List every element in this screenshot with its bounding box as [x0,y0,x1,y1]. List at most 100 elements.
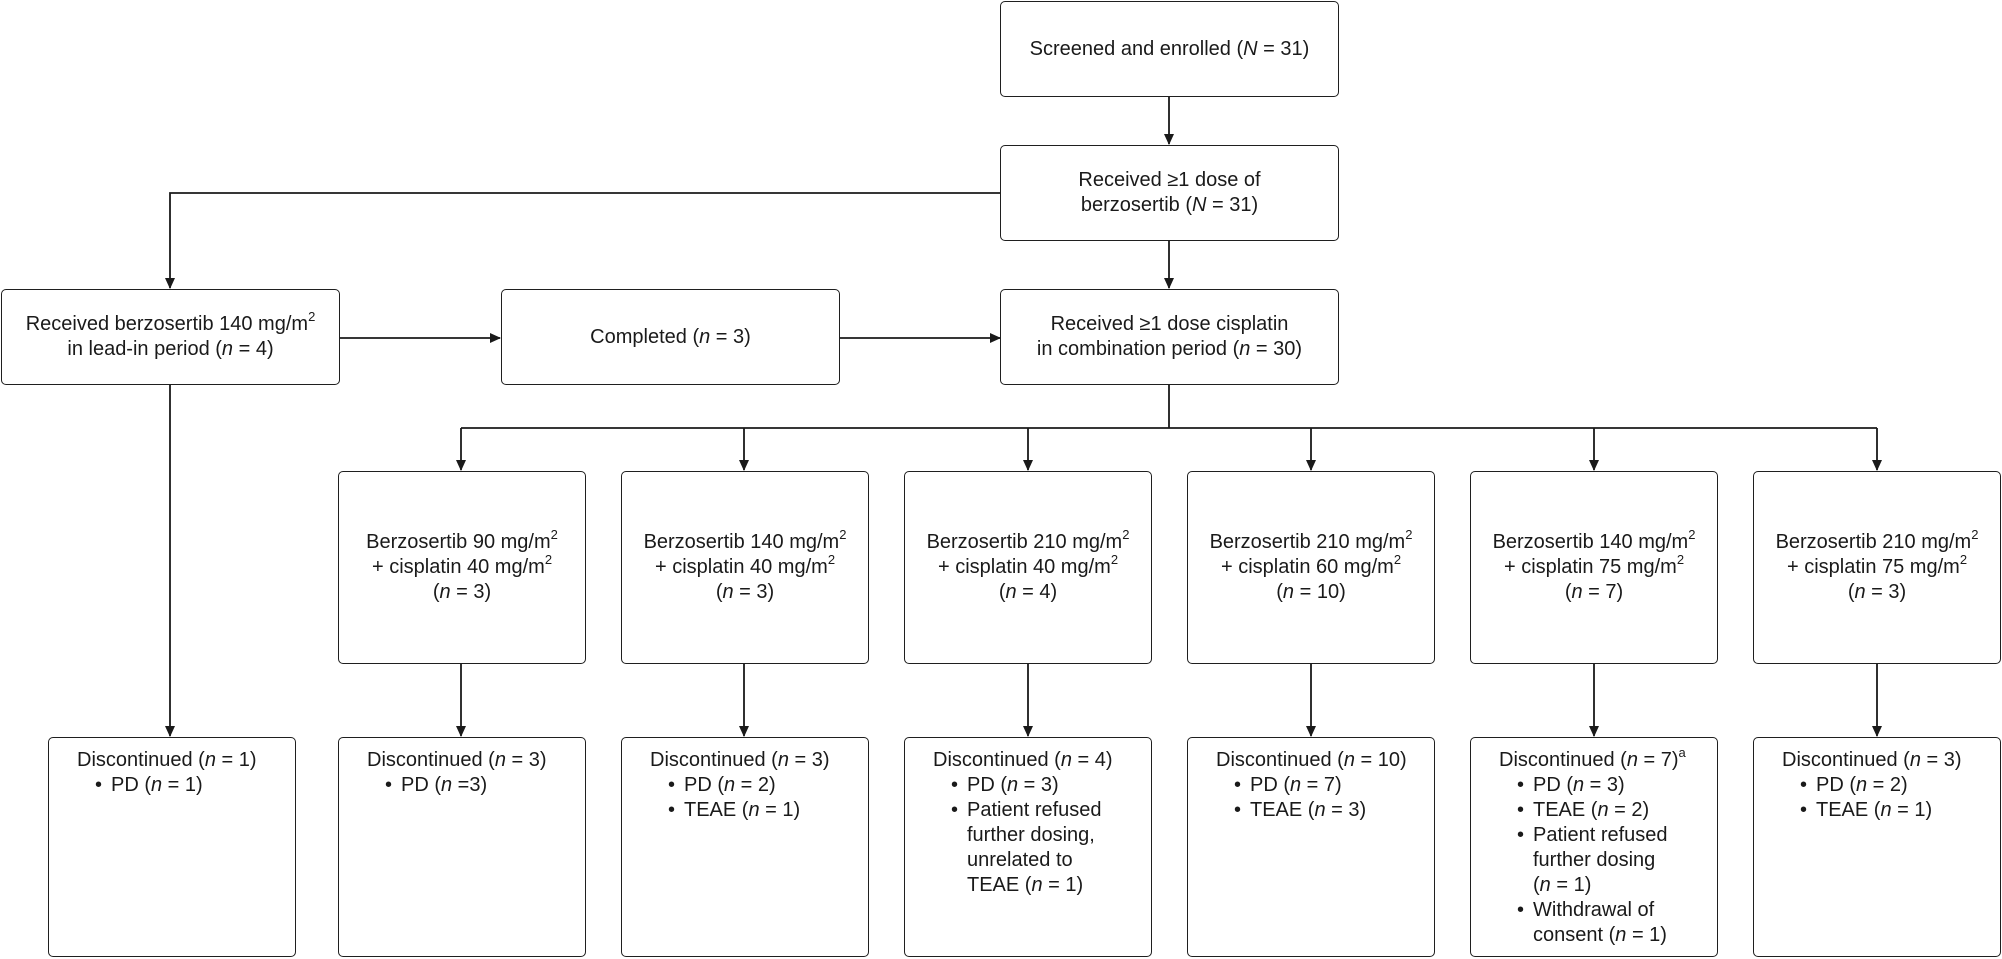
enrolled-text: Screened and enrolled (N = 31) [1029,37,1310,60]
completed-text: Completed (n = 3) [590,325,751,348]
reason-item: • PD (n = 1) [77,773,287,798]
reason-item: •TEAE (n = 2) [1499,798,1709,823]
reason-item: • Patient refused further dosing (n = 1) [1499,823,1709,898]
arm-cisplatin-dose: + cisplatin 75 mg/m2 [1503,552,1685,578]
reason-text: (n = 1) [1533,874,1592,896]
arrow-received-to-leadin [165,192,1000,289]
arm-cisplatin-dose: + cisplatin 40 mg/m2 [654,552,836,578]
arm-n: (n = 10) [1276,581,1346,603]
discontinued-heading: Discontinued (n = 7)a [1499,745,1686,771]
reason-list: • PD (n = 3) • Patient refused further dosin… [933,773,1143,898]
reason-text: PD (n = 3) [967,774,1059,796]
bullet-icon: • [1234,774,1242,796]
arm-box-5: Berzosertib 140 mg/m2 + cisplatin 75 mg/… [1470,471,1718,664]
reason-text: PD (n = 1) [111,774,203,796]
discontinued-heading: Discontinued (n = 1) [77,749,257,771]
combination-line2: in combination period (n = 30) [1036,338,1303,360]
arm-box-2: Berzosertib 140 mg/m2 + cisplatin 40 mg/… [621,471,869,664]
arm-berzosertib-dose: Berzosertib 210 mg/m2 [1775,527,1979,553]
bullet-icon: • [1517,899,1525,921]
reason-text: PD (n = 2) [1816,774,1908,796]
arm-n: (n = 3) [432,581,492,603]
bullet-icon: • [385,774,393,796]
reason-text: consent (n = 1) [1533,924,1667,946]
discontinued-box-4: Discontinued (n = 10)• PD (n = 7)• TEAE (n… [1187,737,1435,957]
arm-box-1: Berzosertib 90 mg/m2 + cisplatin 40 mg/m… [338,471,586,664]
discontinued-box-5: Discontinued (n = 7)a•PD (n = 3)•TEAE (n… [1470,737,1718,957]
bullet-icon: • [951,799,959,821]
reason-text: Withdrawal of [1533,899,1655,921]
discontinued-box-1: Discontinued (n = 3) • PD (n =3) [338,737,586,957]
discontinued-heading: Discontinued (n = 3) [650,749,830,771]
arm-berzosertib-dose: Berzosertib 140 mg/m2 [1492,527,1696,553]
discontinued-heading: Discontinued (n = 4) [933,749,1113,771]
reason-text: Patient refused [1533,824,1668,846]
received-dose-line1: Received ≥1 dose of [1078,169,1261,191]
bullet-icon: • [95,774,103,796]
reason-list: •PD (n = 3)•TEAE (n = 2)•Patient refused… [1499,773,1709,948]
arm-box-4: Berzosertib 210 mg/m2 + cisplatin 60 mg/… [1187,471,1435,664]
discontinued-box-6: Discontinued (n = 3) • PD (n = 2) • TEAE (n … [1753,737,2001,957]
reason-item: • PD (n = 2) [1782,773,1992,798]
bullet-icon: • [668,799,676,821]
reason-text: further dosing, [967,824,1095,846]
arm-berzosertib-dose: Berzosertib 140 mg/m2 [643,527,847,553]
bullet-icon: • [1800,774,1808,796]
discontinued-box-3: Discontinued (n = 4) • PD (n = 3) • Patient … [904,737,1152,957]
arm-n: (n = 7) [1564,581,1624,603]
arm-n: (n = 3) [1847,581,1907,603]
arm-box-6: Berzosertib 210 mg/m2 + cisplatin 75 mg/… [1753,471,2001,664]
reason-list: •PD (n = 2)•TEAE (n = 1) [650,773,860,823]
arm-n: (n = 4) [998,581,1058,603]
arm-n: (n = 3) [715,581,775,603]
enrolled-box: Screened and enrolled (N = 31) [1000,1,1339,97]
lead-in-box: Received berzosertib 140 mg/m2 in lead-i… [1,289,340,385]
reason-list: • PD (n = 7)• TEAE (n = 3) [1216,773,1426,823]
reason-text: PD (n =3) [401,774,488,796]
received-dose-box: Received ≥1 dose of berzosertib (N = 31) [1000,145,1339,241]
arm-berzosertib-dose: Berzosertib 210 mg/m2 [926,527,1130,553]
combination-box: Received ≥1 dose cisplatin in combinatio… [1000,289,1339,385]
reason-text: TEAE (n = 1) [1816,799,1933,821]
reason-item: • PD (n = 3) [933,773,1143,798]
reason-item: • PD (n = 3) [1499,773,1709,798]
reason-text: Patient refused [967,799,1102,821]
arm-box-3: Berzosertib 210 mg/m2 + cisplatin 40 mg/… [904,471,1152,664]
footnote-marker: a [1678,745,1686,761]
completed-box: Completed (n = 3) [501,289,840,385]
discontinued-heading: Discontinued (n = 10) [1216,749,1407,771]
bullet-icon: • [951,774,959,796]
reason-text: PD (n = 7) [1250,774,1342,796]
reason-text: TEAE (n = 1) [967,874,1084,896]
arm-berzosertib-dose: Berzosertib 90 mg/m2 [366,527,558,553]
reason-item: • TEAE (n = 1) [1782,798,1992,823]
bullet-icon: • [1517,824,1525,846]
lead-in-line1: Received berzosertib 140 mg/m2 [25,309,316,335]
reason-text: unrelated to [967,849,1073,871]
arm-cisplatin-dose: + cisplatin 75 mg/m2 [1786,552,1968,578]
bullet-icon: • [1800,799,1808,821]
arm-berzosertib-dose: Berzosertib 210 mg/m2 [1209,527,1413,553]
discontinued-box-2: Discontinued (n = 3)•PD (n = 2)•TEAE (n … [621,737,869,957]
reason-text: TEAE (n = 1) [684,799,801,821]
arm-cisplatin-dose: + cisplatin 60 mg/m2 [1220,552,1402,578]
reason-list: • PD (n =3) [367,773,577,798]
reason-item: • Withdrawal of consent (n = 1) [1499,898,1709,948]
reason-text: PD (n = 3) [1533,774,1625,796]
reason-text: TEAE (n = 3) [1250,799,1367,821]
received-dose-line2: berzosertib (N = 31) [1080,194,1259,216]
reason-text: TEAE (n = 2) [1533,799,1650,821]
reason-item: • PD (n =3) [367,773,577,798]
discontinued-box-lead-in: Discontinued (n = 1) • PD (n = 1) [48,737,296,957]
reason-list: • PD (n = 1) [77,773,287,798]
reason-text: further dosing [1533,849,1656,871]
discontinued-heading: Discontinued (n = 3) [367,749,547,771]
discontinued-heading: Discontinued (n = 3) [1782,749,1962,771]
reason-list: • PD (n = 2) • TEAE (n = 1) [1782,773,1992,823]
reason-item: • PD (n = 7) [1216,773,1426,798]
reason-text: PD (n = 2) [684,774,776,796]
arm-cisplatin-dose: + cisplatin 40 mg/m2 [937,552,1119,578]
bullet-icon: • [1517,774,1525,796]
lead-in-line2: in lead-in period (n = 4) [67,338,274,360]
